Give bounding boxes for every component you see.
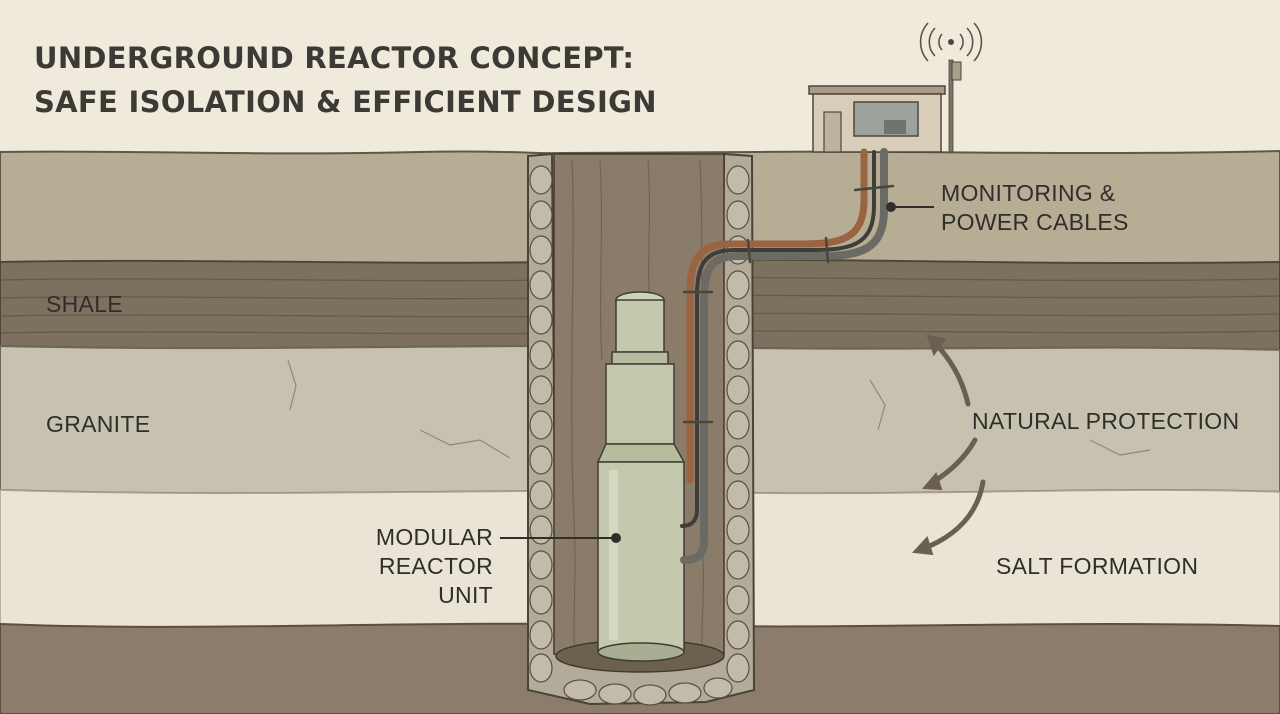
reactor-top-section xyxy=(615,299,665,353)
downward-arrow-head xyxy=(911,536,934,556)
cables-leader-dot xyxy=(886,202,896,212)
power-cable xyxy=(686,148,868,484)
modular-reactor-unit xyxy=(596,291,686,662)
middle-arrow-head xyxy=(921,472,943,491)
lining-stones xyxy=(529,165,750,706)
data-cable xyxy=(680,150,876,528)
reactor-shaft xyxy=(527,152,756,706)
signal-waves-icon xyxy=(919,22,983,62)
building-roof xyxy=(808,85,946,95)
cables-label-line-2: POWER CABLES xyxy=(941,209,1129,235)
diagram-title: UNDERGROUND REACTOR CONCEPT: SAFE ISOLAT… xyxy=(34,36,657,124)
reactor-collar xyxy=(611,351,669,365)
title-line-2: SAFE ISOLATION & EFFICIENT DESIGN xyxy=(34,85,657,119)
reactor-base xyxy=(597,642,685,662)
cables-label: MONITORING & POWER CABLES xyxy=(941,179,1129,237)
antenna-box xyxy=(951,61,962,81)
leader-lines xyxy=(500,202,934,543)
natural-protection-label: NATURAL PROTECTION xyxy=(972,408,1240,434)
granite-label: GRANITE xyxy=(46,411,151,437)
salt-formation-label: SALT FORMATION xyxy=(996,553,1199,579)
reactor-label: MODULAR REACTOR UNIT xyxy=(336,523,493,610)
reactor-mid-section xyxy=(605,363,675,445)
natural-protection-arrows xyxy=(911,334,986,556)
title-line-1: UNDERGROUND REACTOR CONCEPT: xyxy=(34,41,635,75)
reactor-shoulder xyxy=(596,443,686,463)
antenna-pole xyxy=(948,59,954,153)
granite-cracks xyxy=(287,359,1151,459)
shale-label: SHALE xyxy=(46,291,123,317)
reactor-label-line-1: MODULAR xyxy=(375,524,493,550)
cables-label-line-1: MONITORING & xyxy=(941,180,1116,206)
control-building xyxy=(808,22,983,153)
monitoring-power-cables xyxy=(680,148,895,564)
control-console xyxy=(884,120,906,134)
reactor-highlight xyxy=(609,470,618,640)
downward-arrow xyxy=(917,479,986,553)
antenna-tip xyxy=(948,39,954,45)
monitoring-cable xyxy=(680,148,888,564)
building-door xyxy=(823,111,842,153)
cable-clamps xyxy=(682,184,895,424)
reactor-leader-dot xyxy=(611,533,621,543)
upward-arrow-head xyxy=(926,334,947,357)
reactor-label-line-2: REACTOR UNIT xyxy=(378,553,493,608)
